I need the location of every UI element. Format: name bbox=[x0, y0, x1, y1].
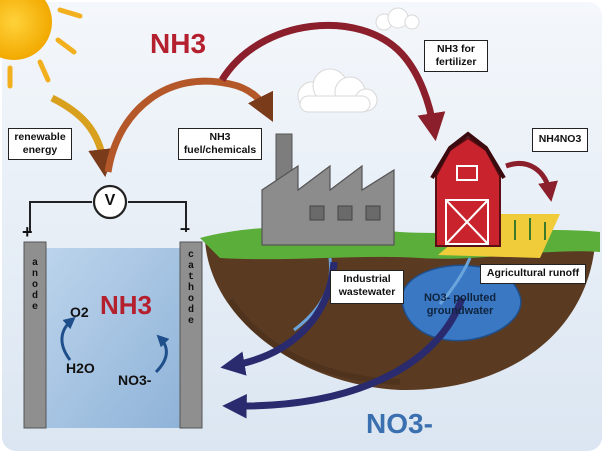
energy-arrow bbox=[50, 94, 117, 178]
nitrate-reduction-arrow bbox=[154, 334, 170, 374]
nh4no3-arrow bbox=[505, 161, 558, 202]
nh3-fuel-box: NH3 fuel/chemicals bbox=[178, 128, 262, 160]
barn-icon bbox=[430, 131, 506, 247]
small-cloud-icon bbox=[375, 7, 420, 31]
groundwater-label: NO3- polluted groundwater bbox=[423, 292, 497, 317]
renewable-energy-box: renewable energy bbox=[8, 128, 72, 160]
cell-nh3-label: NH3 bbox=[100, 290, 153, 320]
factory-icon bbox=[261, 133, 395, 246]
groundwater-return-arrow bbox=[222, 296, 466, 419]
voltmeter-label: V bbox=[104, 192, 116, 209]
plus-sign: + bbox=[22, 222, 33, 242]
anode-electrode bbox=[23, 241, 47, 429]
agricultural-runoff-box: Agricultural runoff bbox=[480, 264, 586, 284]
circuit-wire bbox=[29, 201, 187, 232]
nh3-fertilizer-box: NH3 for fertilizer bbox=[424, 40, 488, 72]
voltmeter-icon bbox=[92, 184, 128, 220]
no3-bottom-label: NO3- bbox=[366, 408, 433, 439]
o2-label: O2 bbox=[70, 304, 89, 320]
cloud-icon bbox=[297, 68, 378, 113]
nh3-to-factory-arrow bbox=[104, 77, 274, 173]
sun-icon bbox=[0, 0, 83, 89]
h2o-label: H2O bbox=[66, 360, 95, 376]
minus-sign: – bbox=[180, 218, 191, 238]
electrolyte-cell bbox=[46, 248, 180, 428]
cathode-electrode bbox=[179, 241, 203, 429]
agri-stream bbox=[438, 257, 472, 305]
water-oxidation-arrow bbox=[60, 316, 76, 361]
nh3-top-label: NH3 bbox=[150, 28, 207, 59]
nh3-to-barn-arrow bbox=[219, 21, 446, 142]
no3-cell-label: NO3- bbox=[118, 372, 152, 388]
industrial-wastewater-box: Industrial wastewater bbox=[330, 270, 404, 304]
nh4no3-box: NH4NO3 bbox=[532, 128, 588, 152]
